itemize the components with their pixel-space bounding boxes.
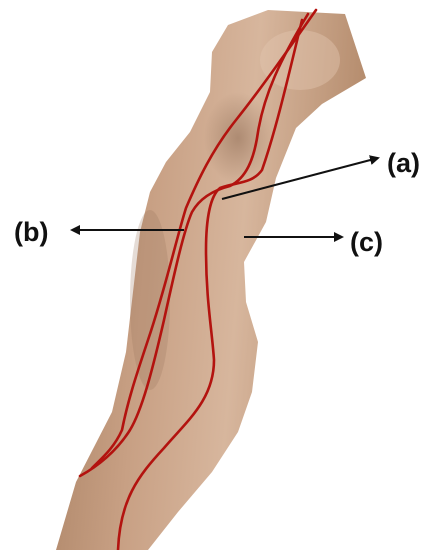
label-c: (c): [350, 227, 383, 257]
label-b: (b): [14, 217, 48, 247]
label-a: (a): [387, 148, 420, 178]
forearm-shadow: [130, 210, 170, 390]
arm-silhouette: [56, 10, 366, 550]
